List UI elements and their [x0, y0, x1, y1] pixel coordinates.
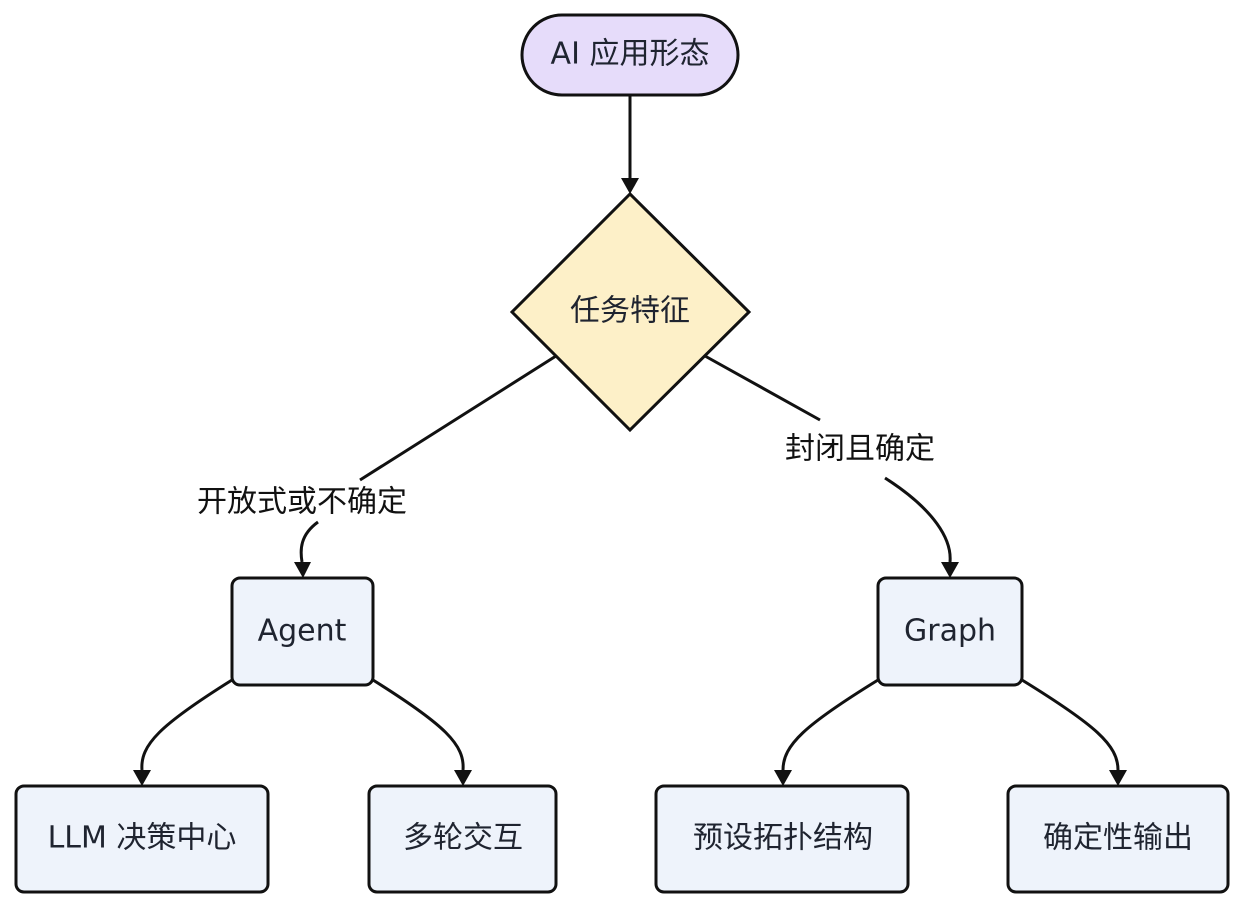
- edge-agent-to-llm: [140, 678, 233, 771]
- arrowhead-graph: [941, 562, 959, 578]
- node-multi-turn-shape: [367, 784, 558, 894]
- node-agent: Agent: [230, 576, 375, 687]
- node-llm-label: LLM 决策中心: [48, 821, 237, 856]
- arrowhead-agent: [294, 562, 311, 578]
- node-multi-turn: 多轮交互: [367, 784, 558, 894]
- node-root-label: AI 应用形态: [551, 37, 710, 72]
- arrowhead-decision: [621, 178, 639, 194]
- arrowhead-deterministic: [1109, 770, 1127, 786]
- edge-graph-to-deterministic: [1021, 678, 1120, 771]
- node-llm: LLM 决策中心: [14, 784, 270, 894]
- node-topology: 预设拓扑结构: [654, 784, 910, 894]
- arrowhead-llm: [133, 770, 151, 786]
- node-multi-turn-label: 多轮交互: [403, 821, 523, 856]
- node-decision-shape: [509, 191, 752, 433]
- node-llm-shape: [14, 784, 270, 894]
- node-deterministic: 确定性输出: [1006, 784, 1230, 894]
- arrowhead-multi-turn: [454, 770, 472, 786]
- node-graph-shape: [876, 576, 1024, 687]
- node-topology-label: 预设拓扑结构: [693, 821, 873, 856]
- node-topology-shape: [654, 784, 910, 894]
- node-root-shape: [520, 13, 740, 97]
- edges: [133, 95, 1127, 786]
- edge-label-open-uncertain: 开放式或不确定: [197, 485, 407, 520]
- edge-graph-to-topology: [781, 678, 879, 771]
- edge-label-closed-certain: 封闭且确定: [785, 432, 935, 467]
- edge-agent-to-multi-turn: [372, 678, 465, 771]
- node-decision: 任务特征: [509, 191, 752, 433]
- node-deterministic-label: 确定性输出: [1043, 821, 1193, 856]
- node-decision-label: 任务特征: [570, 294, 690, 329]
- node-agent-label: Agent: [258, 614, 347, 649]
- node-agent-shape: [230, 576, 375, 687]
- edge-decision-to-graph: [704, 354, 952, 563]
- node-deterministic-shape: [1006, 784, 1230, 894]
- edge-decision-to-agent: [299, 354, 557, 563]
- node-graph: Graph: [876, 576, 1024, 687]
- arrowhead-topology: [774, 770, 792, 786]
- node-graph-label: Graph: [904, 614, 996, 649]
- node-root: AI 应用形态: [520, 13, 740, 97]
